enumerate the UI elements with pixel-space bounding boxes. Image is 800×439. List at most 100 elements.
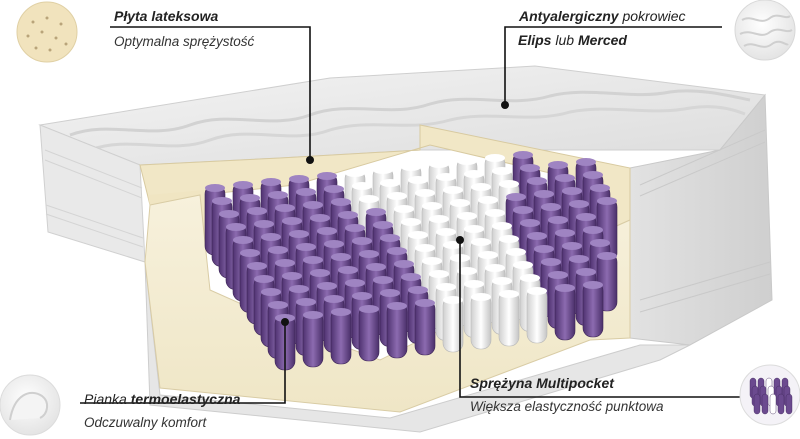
cover-sub-regular: lub [555, 32, 575, 48]
pocket-spring-top [478, 251, 498, 259]
pocket-spring-top [275, 259, 295, 267]
pocket-spring-top [387, 247, 407, 255]
pocket-spring [554, 284, 576, 341]
pocket-spring-top [394, 260, 414, 268]
pocket-spring-top [233, 181, 253, 189]
pocket-spring-top [436, 228, 456, 236]
pocket-spring-top [492, 167, 512, 175]
pocket-spring-top [352, 182, 372, 190]
pocket-spring-top [380, 234, 400, 242]
pocket-spring-top [513, 151, 533, 159]
pocket-spring-top [261, 178, 281, 186]
pocket-spring-top [373, 276, 393, 284]
pocket-spring-top [415, 244, 435, 252]
pocket-spring-top [436, 283, 456, 291]
pocket-spring-top [513, 206, 533, 214]
pocket-spring-top [576, 268, 596, 276]
pocket-spring-top [422, 202, 442, 210]
pocket-spring-top [499, 235, 519, 243]
latex-callout-subtitle: Optymalna sprężystość [114, 34, 255, 49]
cover-callout-subtitle: Elips lub Merced [518, 32, 627, 48]
pocket-spring-top [380, 289, 400, 297]
pocket-spring-top [401, 163, 421, 171]
pocket-spring-top [548, 216, 568, 224]
pocket-spring-top [268, 301, 288, 309]
pocket-spring-top [520, 164, 540, 172]
pocket-spring [330, 308, 352, 365]
pocket-spring-top [429, 160, 449, 168]
pocket-spring [526, 287, 548, 344]
pocket-spring-top [422, 257, 442, 265]
pocket-spring-top [576, 213, 596, 221]
pocket-spring-top [464, 280, 484, 288]
spring-callout-title: Sprężyna Multipocket [470, 375, 614, 391]
foam-callout-subtitle: Odczuwalny komfort [84, 415, 207, 430]
pocket-spring-top [296, 298, 316, 306]
pocket-spring-top [478, 196, 498, 204]
pocket-spring-top [380, 179, 400, 187]
pocket-spring-top [226, 223, 246, 231]
pocket-spring-top [359, 250, 379, 258]
pocket-spring-top [443, 296, 463, 304]
pocket-spring-top [527, 232, 547, 240]
pocket-spring-top [471, 293, 491, 301]
pocket-spring-top [373, 166, 393, 174]
pocket-spring-top [415, 299, 435, 307]
pocket-spring-top [408, 176, 428, 184]
cover-title-regular: pokrowiec [622, 8, 686, 24]
pocket-spring-top [247, 207, 267, 215]
mini-pocket-spring [769, 393, 777, 415]
pocket-spring-top [520, 274, 540, 282]
pocket-spring-top [562, 242, 582, 250]
pocket-spring [386, 302, 408, 359]
pocket-spring-top [499, 180, 519, 188]
pocket-spring-top [464, 225, 484, 233]
pocket-spring-top [338, 266, 358, 274]
pocket-spring-top [359, 195, 379, 203]
pocket-spring-top [359, 305, 379, 313]
pocket-spring-top [366, 208, 386, 216]
cover-sub-bold-2: Merced [577, 32, 627, 48]
pocket-spring-top [541, 258, 561, 266]
mattress-body [38, 65, 773, 433]
pocket-spring-top [443, 186, 463, 194]
pocket-spring-top [289, 230, 309, 238]
pocket-spring-top [317, 172, 337, 180]
pocket-spring-top [569, 200, 589, 208]
pocket-spring-top [513, 261, 533, 269]
pocket-spring-top [324, 185, 344, 193]
pocket-spring-top [261, 233, 281, 241]
pocket-spring-top [590, 239, 610, 247]
pocket-spring-top [527, 177, 547, 185]
pocket-spring-top [583, 281, 603, 289]
pocket-spring-top [555, 174, 575, 182]
pocket-spring-top [345, 224, 365, 232]
pocket-spring-top [597, 197, 617, 205]
pocket-spring-top [541, 203, 561, 211]
cover-callout-title: Antyalergiczny pokrowiec [519, 8, 686, 24]
pocket-spring-top [492, 277, 512, 285]
pocket-spring-top [268, 191, 288, 199]
foam-detail-circle [0, 374, 61, 436]
pocket-spring-top [268, 246, 288, 254]
pocket-spring-top [485, 209, 505, 217]
cover-detail-circle [734, 0, 796, 61]
pocket-spring-top [387, 192, 407, 200]
pocket-spring-top [555, 229, 575, 237]
mini-pocket-spring [777, 393, 785, 415]
pocket-spring-top [205, 184, 225, 192]
pocket-spring [302, 311, 324, 368]
spring-callout-subtitle: Większa elastyczność punktowa [470, 399, 664, 414]
pocket-spring-top [457, 267, 477, 275]
pocket-spring-top [219, 210, 239, 218]
pocket-spring-top [345, 279, 365, 287]
pocket-spring-top [387, 302, 407, 310]
pocket-spring-top [303, 201, 323, 209]
pocket-spring-top [548, 161, 568, 169]
pocket-spring-top [408, 286, 428, 294]
mini-pocket-spring [785, 393, 793, 415]
pocket-spring-top [499, 290, 519, 298]
pocket-spring-top [331, 253, 351, 261]
pocket-spring-top [401, 273, 421, 281]
mini-pocket-spring [761, 393, 769, 415]
